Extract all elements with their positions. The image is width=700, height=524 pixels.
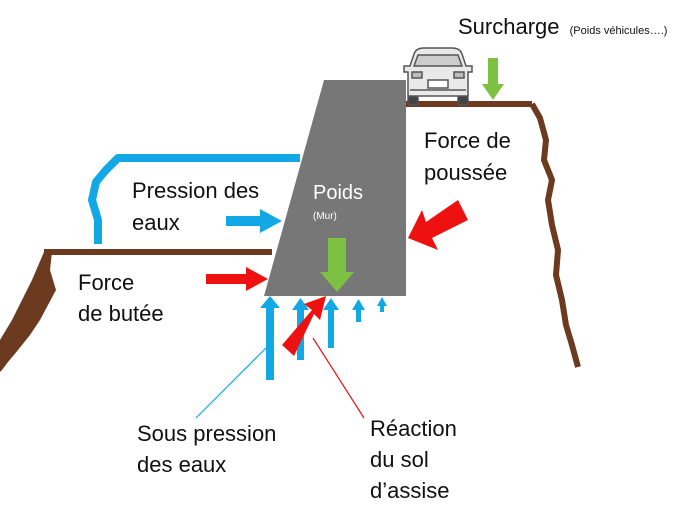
passive-force-arrow xyxy=(206,267,268,291)
water-level-line xyxy=(88,154,300,244)
uplift-label-line2: des eaux xyxy=(137,452,226,477)
water-pressure-label-line1: Pression des xyxy=(132,178,259,203)
surcharge-label: Surcharge (Poids véhicules….) xyxy=(458,14,667,39)
passive-force-label-line2: de butée xyxy=(78,301,164,326)
water-pressure-arrow xyxy=(226,209,282,233)
passive-force-label-line1: Force xyxy=(78,270,134,295)
soil-reaction-label-line2: du sol xyxy=(370,447,429,472)
weight-arrow xyxy=(320,238,354,292)
weight-note: (Mur) xyxy=(313,211,337,222)
car-icon xyxy=(403,47,473,106)
uplift-leader-line xyxy=(195,345,269,419)
surcharge-note: (Poids véhicules….) xyxy=(570,25,668,37)
active-thrust-arrow xyxy=(408,200,468,250)
reaction-leader-line xyxy=(312,337,365,419)
weight-label: Poids xyxy=(313,182,363,204)
active-thrust-label-line2: poussée xyxy=(424,160,507,185)
active-thrust-label-line1: Force de xyxy=(424,128,511,153)
uplift-label-line1: Sous pression xyxy=(137,421,276,446)
soil-reaction-label-line3: d’assise xyxy=(370,478,449,503)
retaining-wall xyxy=(264,80,406,296)
uplift-arrows xyxy=(260,296,387,380)
soil-reaction-arrow xyxy=(282,296,326,356)
left-ground xyxy=(0,249,272,372)
water-pressure-label-line2: eaux xyxy=(132,210,180,235)
soil-reaction-label-line1: Réaction xyxy=(370,416,457,441)
surcharge-arrow xyxy=(482,58,504,100)
